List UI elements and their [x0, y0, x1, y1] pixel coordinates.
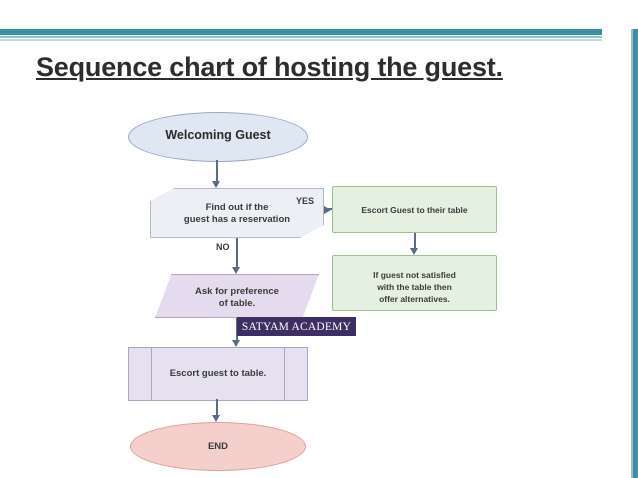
flowchart: Welcoming Guest Find out if the guest ha…	[110, 100, 530, 475]
edge-escort-table-to-end	[216, 399, 218, 415]
header-bar-right-secondary	[400, 36, 602, 38]
header-bar-left-secondary	[0, 36, 400, 38]
node-offer-alternatives-line1: If guest not satisfied	[373, 270, 456, 280]
node-escort-guest-to-table-label: Escort guest to table.	[169, 368, 267, 379]
edge-decision-to-preference	[236, 238, 238, 267]
edge-escort-to-alternatives-arrowhead	[410, 248, 418, 255]
page-title: Sequence chart of hosting the guest.	[36, 52, 503, 82]
node-welcoming-guest: Welcoming Guest	[128, 112, 308, 162]
node-escort-guest-to-their-table-shape	[332, 186, 497, 233]
node-ask-for-preference-line1: Ask for preference	[195, 286, 279, 297]
edge-label-yes: YES	[296, 196, 315, 206]
header-bar-left-tertiary	[0, 39, 420, 41]
edge-preference-to-escort-table-arrowhead	[232, 340, 240, 347]
watermark-banner: SATYAM ACADEMY	[237, 317, 356, 336]
header-bar-right-primary	[383, 29, 602, 35]
edge-start-to-decision-arrowhead	[212, 181, 220, 188]
edge-label-no: NO	[216, 242, 230, 252]
edge-preference-to-escort-table	[236, 318, 238, 340]
node-offer-alternatives-line3: offer alternatives.	[379, 294, 450, 304]
node-reservation-decision-line2: guest has a reservation	[183, 214, 291, 225]
node-offer-alternatives-shape	[332, 255, 497, 311]
node-reservation-decision: Find out if the guest has a reservation	[150, 188, 324, 238]
node-ask-for-preference: Ask for preference of table.	[155, 274, 319, 318]
node-escort-guest-to-table: Escort guest to table.	[128, 347, 308, 401]
node-offer-alternatives-line2: with the table then	[377, 282, 452, 292]
edge-escort-table-to-end-arrowhead	[212, 415, 220, 422]
node-reservation-decision-line1: Find out if the	[205, 202, 269, 213]
node-end: END	[130, 422, 306, 471]
node-escort-guest-to-table-left-bar	[151, 348, 152, 400]
right-edge-accent-secondary	[631, 29, 633, 478]
node-ask-for-preference-line2: of table.	[218, 298, 256, 309]
node-escort-guest-to-their-table-label: Escort Guest to their table	[361, 205, 468, 215]
watermark-text: SATYAM ACADEMY	[241, 320, 352, 333]
node-reservation-decision-shape	[150, 188, 324, 238]
node-offer-alternatives: If guest not satisfied with the table th…	[332, 255, 497, 311]
header-bar-left-primary	[0, 29, 383, 35]
edge-escort-to-alternatives	[414, 233, 416, 248]
right-edge-accent	[633, 29, 638, 478]
edge-start-to-decision	[216, 160, 218, 181]
header-bar-right-tertiary	[420, 39, 602, 41]
node-escort-guest-to-table-right-bar	[284, 348, 285, 400]
edge-decision-to-escort-guest-arrowhead	[324, 205, 331, 214]
edge-decision-to-preference-arrowhead	[232, 267, 240, 274]
node-end-label: END	[207, 441, 229, 452]
node-escort-guest-to-their-table: Escort Guest to their table	[332, 186, 497, 233]
node-welcoming-guest-label: Welcoming Guest	[165, 128, 271, 142]
